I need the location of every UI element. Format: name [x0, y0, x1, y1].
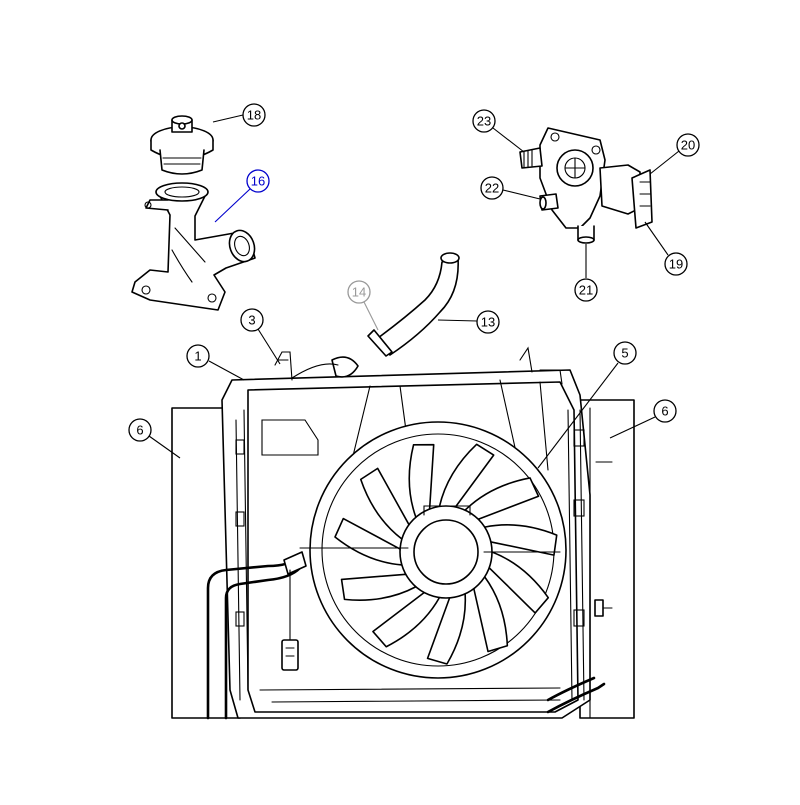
callout-22: 22 — [480, 176, 541, 200]
fan-blade — [340, 573, 417, 601]
radiator-hose-part — [367, 252, 460, 357]
svg-text:13: 13 — [481, 315, 495, 330]
callout-19: 19 — [644, 221, 688, 276]
svg-text:3: 3 — [248, 313, 255, 328]
fan-blade — [488, 551, 550, 614]
fan-blade — [438, 443, 495, 508]
fan-blade — [334, 517, 403, 566]
svg-text:6: 6 — [136, 423, 143, 438]
radiator-part — [171, 399, 635, 719]
callout-21: 21 — [574, 244, 598, 302]
callout-16: 16 — [214, 169, 270, 223]
callout-6-left: 6 — [128, 418, 181, 459]
svg-text:6: 6 — [661, 404, 668, 419]
thermostat-housing-part — [131, 182, 256, 311]
svg-text:18: 18 — [247, 108, 261, 123]
callout-23: 23 — [472, 109, 525, 153]
callout-13: 13 — [437, 310, 500, 334]
callout-5: 5 — [537, 341, 637, 469]
svg-text:1: 1 — [194, 349, 201, 364]
callout-14: 14 — [347, 280, 379, 331]
fan-blade — [473, 576, 509, 653]
callout-6-right: 6 — [609, 399, 677, 439]
svg-text:23: 23 — [477, 114, 491, 129]
svg-text:14: 14 — [352, 285, 366, 300]
fan-blade — [359, 467, 410, 540]
fan-blade — [464, 477, 540, 521]
fan-blade — [408, 443, 435, 519]
svg-text:16: 16 — [251, 174, 265, 189]
svg-text:5: 5 — [621, 346, 628, 361]
svg-text:22: 22 — [485, 181, 499, 196]
coolant-adapter-part — [519, 127, 653, 244]
svg-text:19: 19 — [669, 257, 683, 272]
fan-blade — [426, 593, 467, 665]
cooling-fan-part — [299, 421, 567, 679]
callout-20: 20 — [649, 133, 700, 175]
fan-blade — [372, 591, 441, 648]
callout-1: 1 — [186, 344, 245, 381]
callout-18: 18 — [212, 103, 266, 127]
svg-text:20: 20 — [681, 138, 695, 153]
callout-3: 3 — [240, 308, 281, 365]
fan-blade — [483, 524, 558, 556]
thermostat-part — [150, 115, 214, 175]
harness-and-tube-part — [206, 551, 606, 720]
svg-text:21: 21 — [579, 283, 593, 298]
